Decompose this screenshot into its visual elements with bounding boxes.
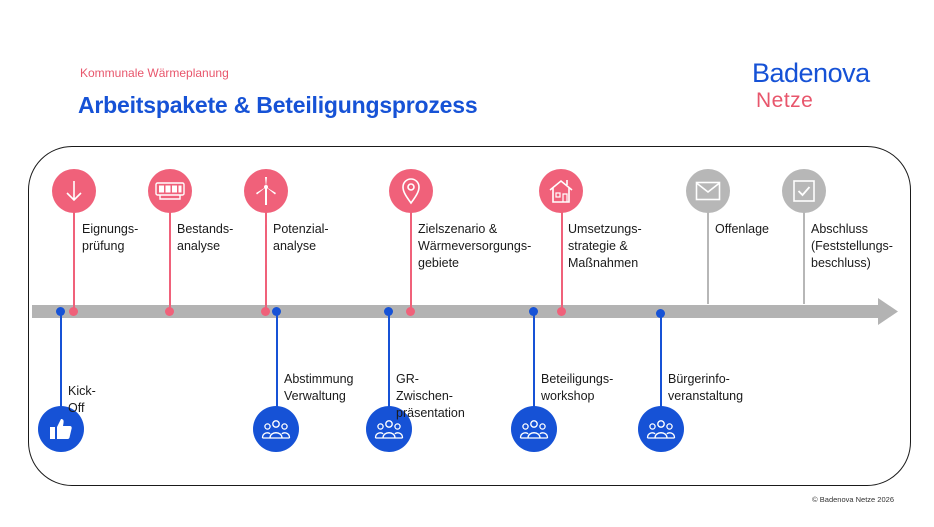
group-icon <box>366 406 412 452</box>
checkbox-icon <box>782 169 826 213</box>
timeline-dot <box>656 309 665 318</box>
arrow-down-icon <box>52 169 96 213</box>
step-label: Zielszenario & Wärmeversorgungs- gebiete <box>418 222 532 270</box>
step-label: Beteiligungs- workshop <box>541 372 614 403</box>
timeline-dot <box>384 307 393 316</box>
timeline-dot <box>529 307 538 316</box>
house-heat-icon <box>539 169 583 213</box>
step-label: Kick-Off <box>68 384 96 415</box>
connector-line <box>60 312 62 412</box>
step-label: Offenlage <box>715 222 769 236</box>
step-label: Abstimmung Verwaltung <box>284 372 354 403</box>
group-icon <box>253 406 299 452</box>
connector-line <box>73 208 75 312</box>
step-label: Umsetzungs- strategie & Maßnahmen <box>568 222 642 270</box>
connector-line <box>561 208 563 312</box>
timeline-dot <box>69 307 78 316</box>
step-label: Potenzial- analyse <box>273 222 329 253</box>
timeline-dot <box>272 307 281 316</box>
page-subtitle: Kommunale Wärmeplanung <box>80 66 229 80</box>
timeline-dot <box>406 307 415 316</box>
timeline-dot <box>557 307 566 316</box>
connector-line <box>533 312 535 412</box>
page-title: Arbeitspakete & Beteiligungsprozess <box>78 92 478 118</box>
wind-turbine-icon <box>244 169 288 213</box>
envelope-icon <box>686 169 730 213</box>
timeline-arrow <box>32 298 898 325</box>
step-label: Abschluss (Feststellungs- beschluss) <box>811 222 893 270</box>
timeline-dot <box>261 307 270 316</box>
meter-icon <box>148 169 192 213</box>
connector-line <box>410 208 412 312</box>
timeline-frame <box>28 146 911 486</box>
logo-name: Badenova <box>752 58 870 88</box>
connector-line <box>276 312 278 412</box>
connector-line <box>803 208 805 304</box>
connector-line <box>265 208 267 312</box>
connector-line <box>388 312 390 412</box>
badenova-logo: Badenova Netze <box>752 58 902 118</box>
thumbs-up-icon <box>38 406 84 452</box>
copyright-footer: © Badenova Netze 2026 <box>812 495 894 504</box>
timeline-dot <box>56 307 65 316</box>
group-icon <box>511 406 557 452</box>
location-pin-icon <box>389 169 433 213</box>
step-label: Bürgerinfo- veranstaltung <box>668 372 744 403</box>
connector-line <box>707 208 709 304</box>
logo-sub: Netze <box>756 89 814 112</box>
step-label: GR-Zwischen- präsentation <box>396 372 465 420</box>
group-icon <box>638 406 684 452</box>
connector-line <box>660 314 662 412</box>
timeline-dot <box>165 307 174 316</box>
step-label: Bestands- analyse <box>177 222 234 253</box>
connector-line <box>169 208 171 312</box>
step-label: Eignungs- prüfung <box>82 222 139 253</box>
